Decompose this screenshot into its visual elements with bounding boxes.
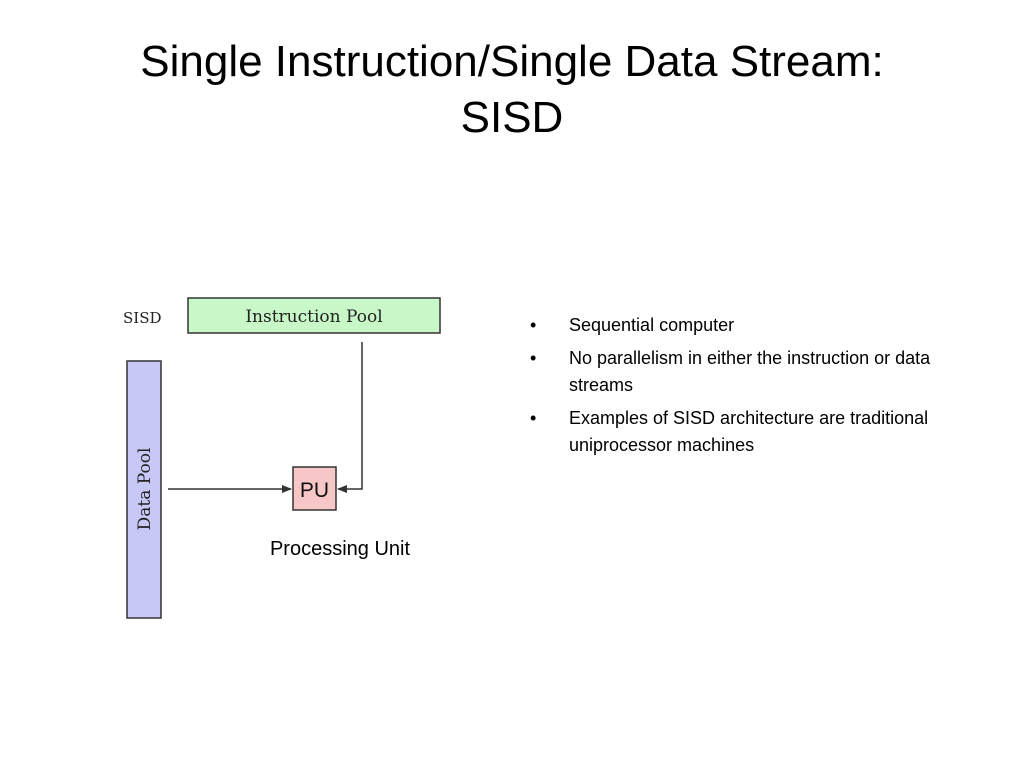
bullet-text: No parallelism in either the instruction… (569, 348, 931, 395)
bullet-item: • Sequential computer (528, 312, 968, 339)
instruction-pool-box (187, 297, 441, 334)
processing-unit-label: PU (300, 479, 329, 502)
processing-unit-box (292, 466, 337, 511)
page-title-line-1: Single Instruction/Single Data Stream: (140, 37, 884, 86)
bullet-dot-icon: • (530, 348, 537, 368)
bullet-list: • Sequential computer • No parallelism i… (528, 312, 968, 465)
data-pool-label: Data Pool (135, 448, 155, 531)
sisd-diagram-svg: SISD Instruction Pool Data Pool PU (123, 297, 441, 619)
bullet-item: • No parallelism in either the instructi… (528, 345, 968, 399)
bullet-text: Examples of SISD architecture are tradit… (569, 408, 929, 455)
sisd-side-label: SISD (123, 309, 162, 327)
instruction-pool-label: Instruction Pool (245, 307, 382, 327)
data-pool-box (126, 360, 162, 619)
sisd-diagram: SISD Instruction Pool Data Pool PU (118, 292, 458, 627)
page-title: Single Instruction/Single Data Stream: S… (40, 34, 984, 146)
page-title-line-2: SISD (460, 93, 564, 142)
bullet-item: • Examples of SISD architecture are trad… (528, 405, 968, 459)
bullet-text: Sequential computer (569, 315, 735, 335)
diagram-caption: Processing Unit (269, 538, 411, 560)
bullet-dot-icon: • (530, 408, 537, 428)
instruction-stream-arrow (337, 342, 363, 493)
bullet-dot-icon: • (530, 315, 537, 335)
